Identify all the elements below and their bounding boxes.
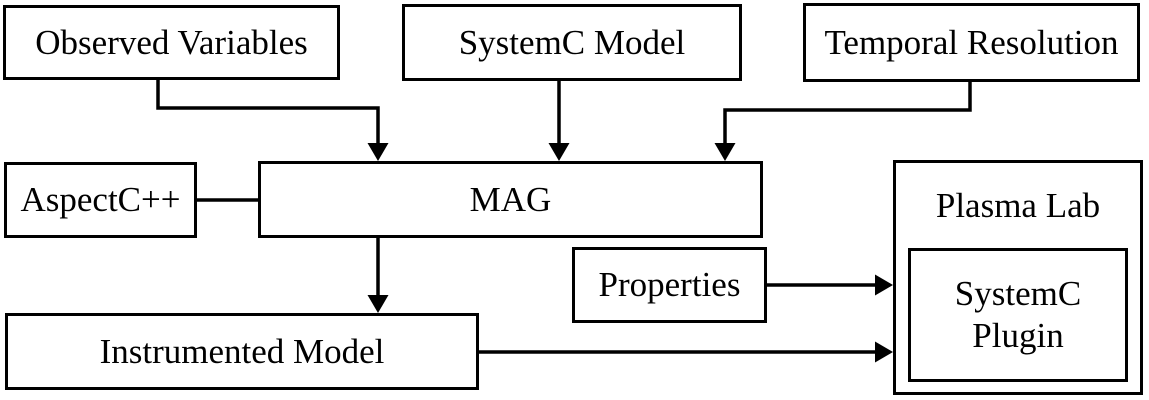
- edge-instrumented-model-to-plasma-lab: [479, 341, 893, 363]
- node-temporal-resolution-label: Temporal Resolution: [824, 22, 1119, 62]
- edge-properties-to-plasma-lab: [767, 274, 893, 296]
- node-systemc-model: SystemC Model: [402, 4, 742, 81]
- node-observed-variables-label: Observed Variables: [35, 22, 308, 62]
- node-systemc-model-label: SystemC Model: [458, 22, 686, 62]
- node-aspectcpp-label: AspectC++: [20, 180, 181, 219]
- node-instrumented-model-label: Instrumented Model: [99, 331, 385, 371]
- node-aspectcpp: AspectC++: [4, 162, 197, 238]
- node-properties-label: Properties: [598, 265, 741, 304]
- node-systemc-plugin: SystemC Plugin: [908, 248, 1128, 382]
- edge-temporal-resolution-to-mag: [714, 82, 972, 161]
- node-observed-variables: Observed Variables: [3, 5, 340, 80]
- edge-observed-variables-to-mag: [156, 80, 389, 161]
- node-properties: Properties: [572, 247, 767, 323]
- node-mag-label: MAG: [469, 179, 552, 219]
- edge-mag-to-instrumented-model: [367, 238, 389, 313]
- node-instrumented-model: Instrumented Model: [5, 313, 479, 390]
- node-mag: MAG: [258, 161, 763, 238]
- edge-systemc-model-to-mag: [548, 81, 570, 161]
- node-plasma-lab-label: Plasma Lab: [935, 186, 1101, 225]
- node-systemc-plugin-label: SystemC Plugin: [954, 274, 1082, 355]
- node-temporal-resolution: Temporal Resolution: [803, 3, 1140, 82]
